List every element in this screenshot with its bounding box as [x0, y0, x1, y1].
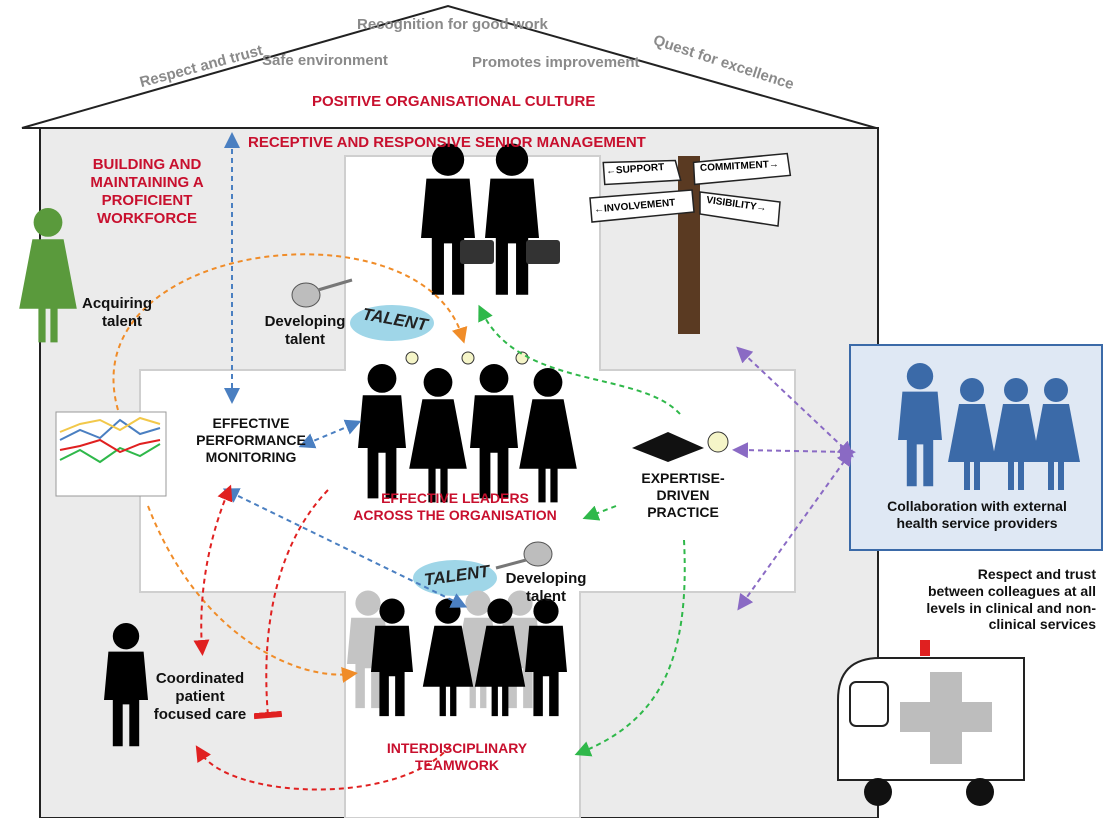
performance-graph-icon: [55, 411, 167, 497]
watering-can-icon-top: [291, 278, 353, 308]
watering-can-icon-bottom: [495, 541, 553, 570]
roof-recognition: Recognition for good work: [357, 16, 548, 33]
graduation-cap-icon: [632, 431, 729, 462]
roof-safe-environment: Safe environment: [262, 52, 388, 69]
signpost-boards: [589, 152, 792, 227]
roof-promotes-improvement: Promotes improvement: [472, 54, 640, 71]
ambulance-icon: [837, 640, 1025, 806]
senior-management-heading: RECEPTIVE AND RESPONSIVE SENIOR MANAGEME…: [248, 134, 646, 151]
positive-culture-heading: POSITIVE ORGANISATIONAL CULTURE: [312, 93, 596, 110]
